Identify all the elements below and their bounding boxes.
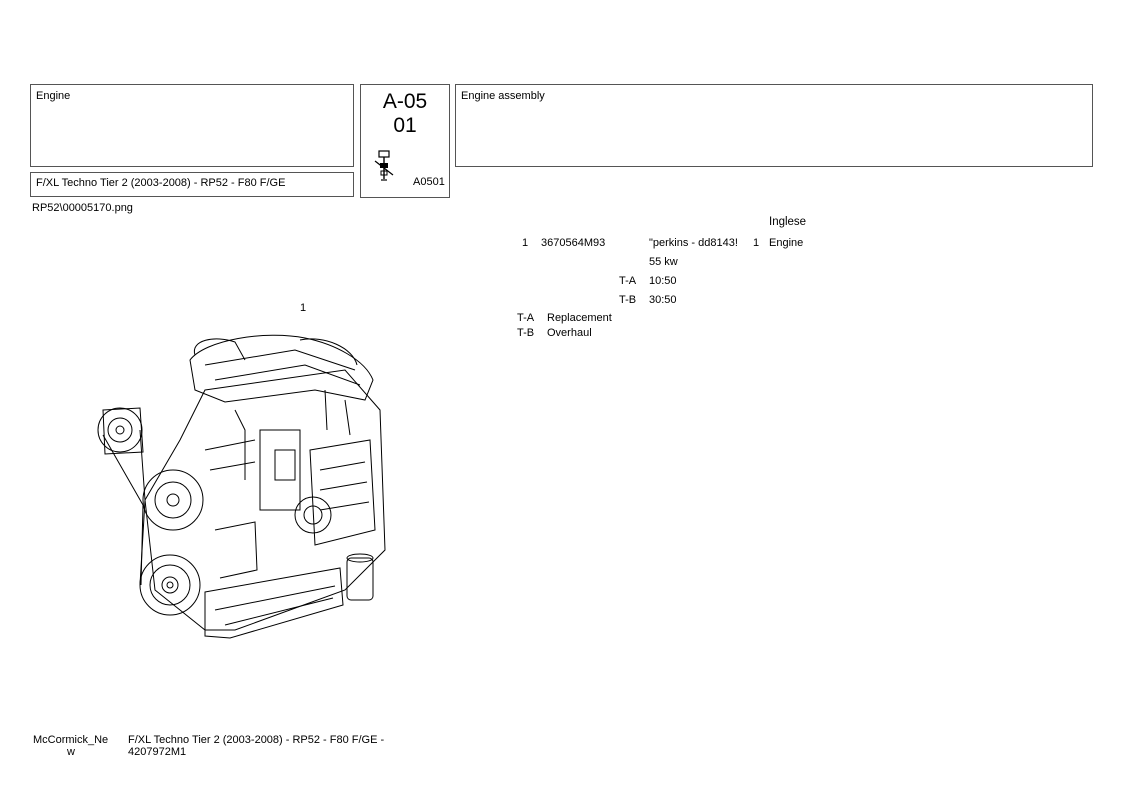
part-name: Engine <box>769 237 804 249</box>
footer-brand-line2: w <box>67 746 75 758</box>
time-code-b: T-B <box>619 294 637 306</box>
part-position: 1 <box>522 237 529 249</box>
model-box: F/XL Techno Tier 2 (2003-2008) - RP52 - … <box>30 172 354 197</box>
footer-brand-line1: McCormick_Ne <box>33 734 109 746</box>
language-header: Inglese <box>769 216 807 228</box>
assembly-description: Engine assembly <box>461 90 545 102</box>
description-box: Engine assembly <box>455 84 1093 167</box>
image-path: RP52\00005170.png <box>32 202 133 214</box>
section-code: A-05 <box>382 90 428 113</box>
footer-model-line2: 4207972M1 <box>128 746 187 758</box>
part-number: 3670564M93 <box>541 237 606 249</box>
legend-label-overhaul: Overhaul <box>547 327 592 339</box>
footer-brand: McCormick_Ne w <box>33 734 113 758</box>
valve-tool-icon <box>374 150 394 181</box>
group-title: Engine <box>36 90 71 102</box>
legend-label-replacement: Replacement <box>547 312 612 324</box>
time-value-a: 10:50 <box>649 275 677 287</box>
engine-diagram <box>97 334 386 639</box>
legend-code-a: T-A <box>517 312 535 324</box>
model-line: F/XL Techno Tier 2 (2003-2008) - RP52 - … <box>36 177 286 189</box>
diagram-callout: 1 <box>300 302 307 314</box>
part-quantity: 1 <box>753 237 760 249</box>
group-title-box: Engine <box>30 84 354 167</box>
time-code-a: T-A <box>619 275 637 287</box>
part-extra-description: 55 kw <box>649 256 678 268</box>
footer-model-line1: F/XL Techno Tier 2 (2003-2008) - RP52 - … <box>128 734 385 746</box>
legend-code-b: T-B <box>517 327 535 339</box>
section-code-small: A0501 <box>413 176 445 188</box>
section-code-box: A-05 01 A0501 <box>360 84 450 198</box>
section-subcode: 01 <box>393 114 417 137</box>
part-description: "perkins - dd8143! <box>649 237 738 249</box>
time-value-b: 30:50 <box>649 294 677 306</box>
footer-model: F/XL Techno Tier 2 (2003-2008) - RP52 - … <box>128 734 384 758</box>
